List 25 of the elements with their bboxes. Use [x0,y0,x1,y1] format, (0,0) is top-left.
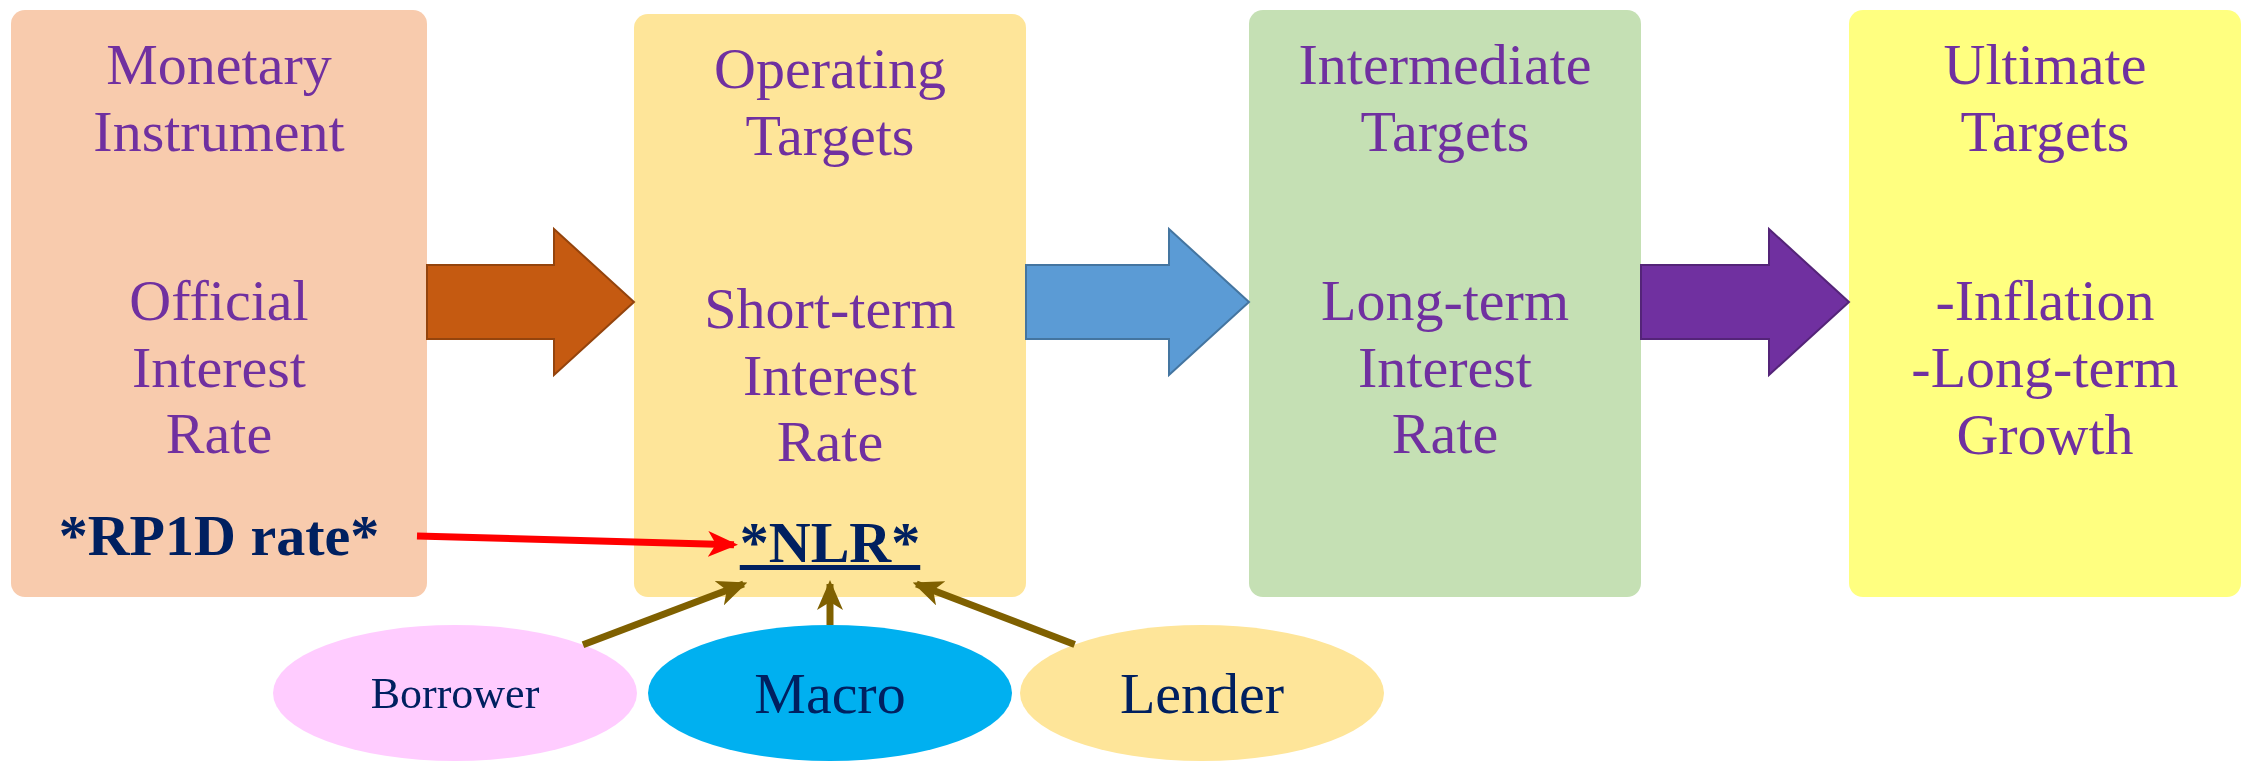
box-text: Long-term Interest Rate [1320,268,1570,469]
rate-label: *RP1D rate* [57,502,381,570]
arrow [581,580,748,648]
target-box [634,14,1026,597]
arrow [817,580,843,625]
block-arrow [426,226,636,378]
box-text: -Long-term Growth [1910,335,2180,469]
target-box [1249,10,1641,597]
box-text: Official Interest Rate [128,268,310,469]
box-text: -Inflation [1934,268,2156,335]
box-heading: Operating Targets [713,36,947,170]
block-arrow [1640,226,1851,378]
arrow [416,530,738,557]
factor-ellipse: Lender [1020,625,1384,761]
arrow [912,580,1076,648]
factor-ellipse: Borrower [273,625,637,761]
rate-label: *NLR* [738,509,922,577]
target-box [1849,10,2241,597]
target-box [11,10,427,597]
block-arrow [1025,226,1251,378]
box-heading: Intermediate Targets [1297,32,1593,166]
factor-ellipse: Macro [648,625,1012,761]
box-heading: Monetary Instrument [92,32,346,166]
box-heading: Ultimate Targets [1942,32,2148,166]
box-text: Short-term Interest Rate [703,276,957,477]
